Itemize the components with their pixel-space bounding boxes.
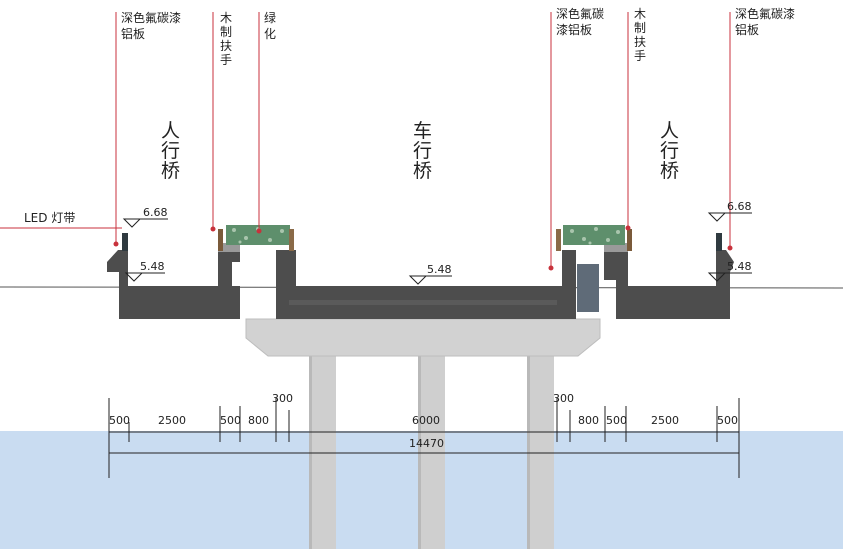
leader-lines <box>0 12 731 268</box>
zone-footbridge-left-2: 行 <box>161 140 180 162</box>
callout-handrail-left-1: 木 <box>220 11 232 25</box>
dim-11: 500 <box>717 414 738 427</box>
callout-panel-left-2: 铝板 <box>121 26 145 41</box>
callout-handrail-left-2: 制 <box>220 25 232 39</box>
dimension-lines <box>108 398 740 478</box>
planter-left <box>226 225 290 245</box>
level-left-walk: 5.48 <box>140 260 165 273</box>
handrail-left <box>218 229 223 251</box>
dim-1: 500 <box>109 414 130 427</box>
callout-panel-left-1: 深色氟碳漆 <box>121 11 181 25</box>
callout-panel-center-2: 漆铝板 <box>556 22 592 37</box>
dim-2: 2500 <box>158 414 186 427</box>
callout-handrail-right-3: 扶 <box>634 34 646 49</box>
handrail-right <box>627 229 632 251</box>
panel-left <box>122 233 128 251</box>
dim-9: 500 <box>606 414 627 427</box>
level-road: 5.48 <box>427 263 452 276</box>
dim-3: 500 <box>220 414 241 427</box>
level-left-top: 6.68 <box>143 206 168 219</box>
left-footbridge-deck <box>107 250 240 319</box>
callout-handrail-left-4: 手 <box>220 53 232 67</box>
dim-5: 300 <box>272 392 293 405</box>
zone-footbridge-right-2: 行 <box>660 140 679 162</box>
dim-7: 300 <box>553 392 574 405</box>
zone-roadway-3: 桥 <box>413 160 432 182</box>
callout-handrail-right-2: 制 <box>634 21 646 35</box>
pier-cap <box>245 318 601 357</box>
zone-roadway-1: 车 <box>413 120 432 142</box>
right-footbridge-deck <box>604 250 734 319</box>
roadway-deck <box>276 250 576 319</box>
dim-6: 6000 <box>412 414 440 427</box>
dim-8: 800 <box>578 414 599 427</box>
dim-total: 14470 <box>409 437 444 450</box>
callout-led: LED 灯带 <box>24 211 75 225</box>
callout-handrail-right-4: 手 <box>634 49 646 63</box>
panel-right <box>716 233 722 251</box>
callout-greening-1: 绿 <box>264 10 276 25</box>
zone-footbridge-right-3: 桥 <box>660 160 679 182</box>
callout-handrail-right-1: 木 <box>634 7 646 21</box>
dim-10: 2500 <box>651 414 679 427</box>
level-marks <box>122 212 752 285</box>
zone-footbridge-right-1: 人 <box>660 120 679 142</box>
dim-4: 800 <box>248 414 269 427</box>
callout-handrail-left-3: 扶 <box>220 38 232 53</box>
level-right-walk: 5.48 <box>727 260 752 273</box>
equipment-box <box>577 264 599 312</box>
callout-panel-right-2: 铝板 <box>735 22 759 37</box>
callout-panel-right-1: 深色氟碳漆 <box>735 7 795 21</box>
planter-right <box>563 225 625 245</box>
zone-footbridge-left-3: 桥 <box>161 160 180 182</box>
level-right-top: 6.68 <box>727 200 752 213</box>
zone-roadway-2: 行 <box>413 140 432 162</box>
callout-greening-2: 化 <box>264 27 276 41</box>
callout-panel-center-1: 深色氟碳 <box>556 7 604 21</box>
zone-footbridge-left-1: 人 <box>161 120 180 142</box>
